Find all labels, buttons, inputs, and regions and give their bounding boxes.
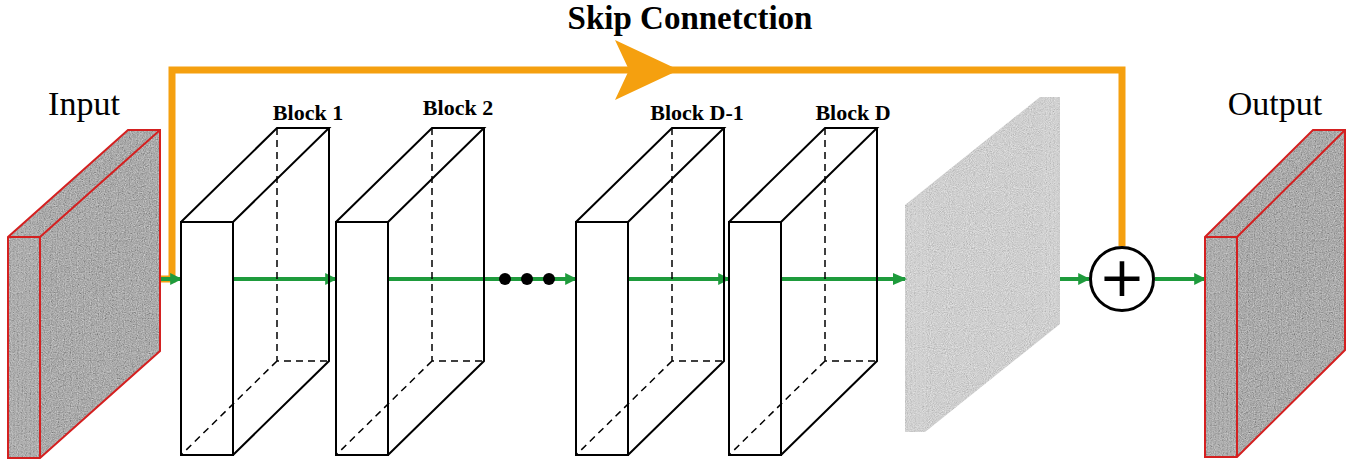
image-texture xyxy=(4,126,164,462)
stack-edge xyxy=(1205,130,1345,457)
network-block: Block 1 xyxy=(181,222,233,455)
ellipsis-dots xyxy=(499,273,555,285)
block-edge xyxy=(576,128,724,455)
block-label: Block 1 xyxy=(273,100,343,125)
hidden-edge xyxy=(729,128,877,455)
stack-outline xyxy=(8,130,160,458)
network-block: Block D-1 xyxy=(576,222,628,455)
image-stack: Output xyxy=(1205,130,1345,457)
block-label: Block D-1 xyxy=(650,100,744,125)
sum-node: + xyxy=(1089,246,1155,312)
image-stack: Input xyxy=(8,130,160,458)
network-block: Block D xyxy=(729,222,781,455)
arrow-head xyxy=(615,40,679,100)
connector-line xyxy=(1155,277,1205,281)
stack-label: Input xyxy=(48,84,120,123)
stack-edge xyxy=(8,130,160,458)
block-outline xyxy=(729,128,877,455)
data-arrow xyxy=(628,279,729,280)
block-edge xyxy=(336,128,484,455)
block-edge xyxy=(181,128,329,455)
data-arrow xyxy=(1155,279,1205,280)
stack-border xyxy=(8,130,160,458)
block-outline xyxy=(576,128,724,455)
image-texture xyxy=(1201,126,1349,461)
slice-lines xyxy=(1209,209,1233,457)
block-label: Block D xyxy=(815,100,890,125)
data-arrow xyxy=(233,279,336,280)
noise-stack xyxy=(900,92,1065,437)
hidden-edge xyxy=(576,128,724,455)
network-block: Block 2 xyxy=(336,222,388,455)
stack-outline xyxy=(1205,130,1345,457)
stack-label: Output xyxy=(1228,84,1322,123)
block-outline xyxy=(336,128,484,455)
hidden-edge xyxy=(336,128,484,455)
slice-lines xyxy=(909,97,1056,432)
block-outline xyxy=(181,128,329,455)
block-edge xyxy=(729,128,877,455)
stack-border xyxy=(1205,130,1345,457)
connection-label: Skip Connetction xyxy=(568,0,813,38)
noise-texture xyxy=(900,92,1065,437)
connector-line xyxy=(233,277,336,281)
connector-line xyxy=(160,277,181,281)
slice-lines xyxy=(12,212,36,458)
hidden-edge xyxy=(181,128,329,455)
connector-line xyxy=(628,277,729,281)
block-label: Block 2 xyxy=(423,95,493,120)
data-arrow xyxy=(160,279,181,280)
arrow-head xyxy=(893,273,907,285)
plus-sign: + xyxy=(1099,249,1146,305)
